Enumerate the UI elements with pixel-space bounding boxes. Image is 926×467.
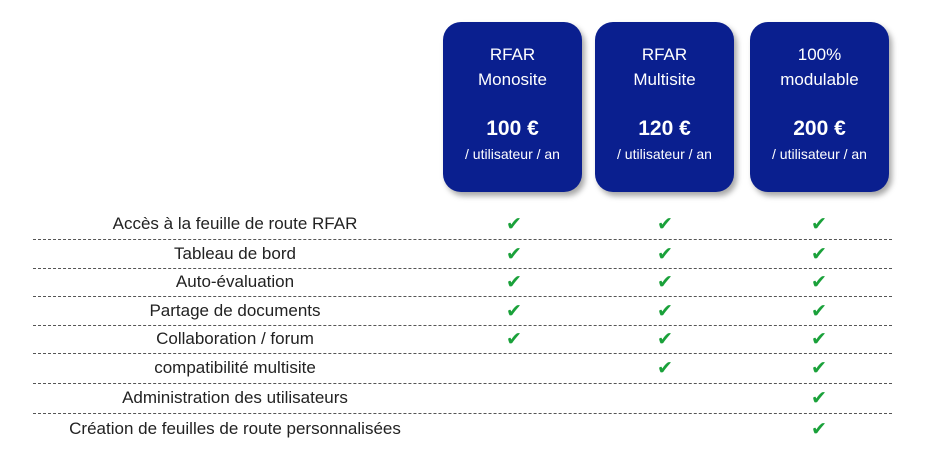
feature-label: Administration des utilisateurs (122, 388, 348, 407)
plan-price-unit: / utilisateur / an (617, 146, 712, 162)
checkmark-icon: ✔ (811, 357, 827, 379)
checkmark-icon: ✔ (811, 271, 827, 293)
row-separator (33, 383, 892, 384)
plan-price: 100 € (486, 117, 539, 140)
plan-card-monosite: RFAR Monosite 100 € / utilisateur / an (443, 22, 582, 192)
row-separator (33, 353, 892, 354)
checkmark-icon: ✔ (657, 357, 673, 379)
feature-label: Partage de documents (149, 301, 321, 320)
checkmark-icon: ✔ (811, 328, 827, 350)
feature-label: Accès à la feuille de route RFAR (112, 214, 358, 233)
row-separator (33, 325, 892, 326)
checkmark-icon: ✔ (811, 300, 827, 322)
plan-card-multisite: RFAR Multisite 120 € / utilisateur / an (595, 22, 734, 192)
checkmark-icon: ✔ (657, 271, 673, 293)
plan-name: RFAR Monosite (478, 45, 547, 89)
checkmark-icon: ✔ (506, 271, 522, 293)
plan-price: 120 € (638, 117, 691, 140)
plan-card-modulable: 100% modulable 200 € / utilisateur / an (750, 22, 889, 192)
checkmark-icon: ✔ (506, 213, 522, 235)
row-separator (33, 239, 892, 240)
row-separator (33, 268, 892, 269)
row-separator (33, 296, 892, 297)
checkmark-icon: ✔ (506, 300, 522, 322)
checkmark-icon: ✔ (657, 300, 673, 322)
feature-label: Collaboration / forum (156, 329, 314, 348)
feature-label: Auto-évaluation (175, 272, 295, 291)
plan-price-unit: / utilisateur / an (772, 146, 867, 162)
row-separator (33, 413, 892, 414)
feature-label: Création de feuilles de route personnali… (69, 419, 401, 438)
checkmark-icon: ✔ (506, 243, 522, 265)
plan-name: RFAR Multisite (633, 45, 696, 89)
checkmark-icon: ✔ (811, 418, 827, 440)
checkmark-icon: ✔ (811, 387, 827, 409)
checkmark-icon: ✔ (657, 213, 673, 235)
plan-price: 200 € (793, 117, 846, 140)
checkmark-icon: ✔ (506, 328, 522, 350)
checkmark-icon: ✔ (657, 328, 673, 350)
checkmark-icon: ✔ (811, 213, 827, 235)
plan-price-unit: / utilisateur / an (465, 146, 560, 162)
feature-label: Tableau de bord (174, 244, 296, 263)
plan-name: 100% modulable (780, 45, 859, 89)
checkmark-icon: ✔ (811, 243, 827, 265)
feature-label: compatibilité multisite (154, 358, 316, 377)
checkmark-icon: ✔ (657, 243, 673, 265)
